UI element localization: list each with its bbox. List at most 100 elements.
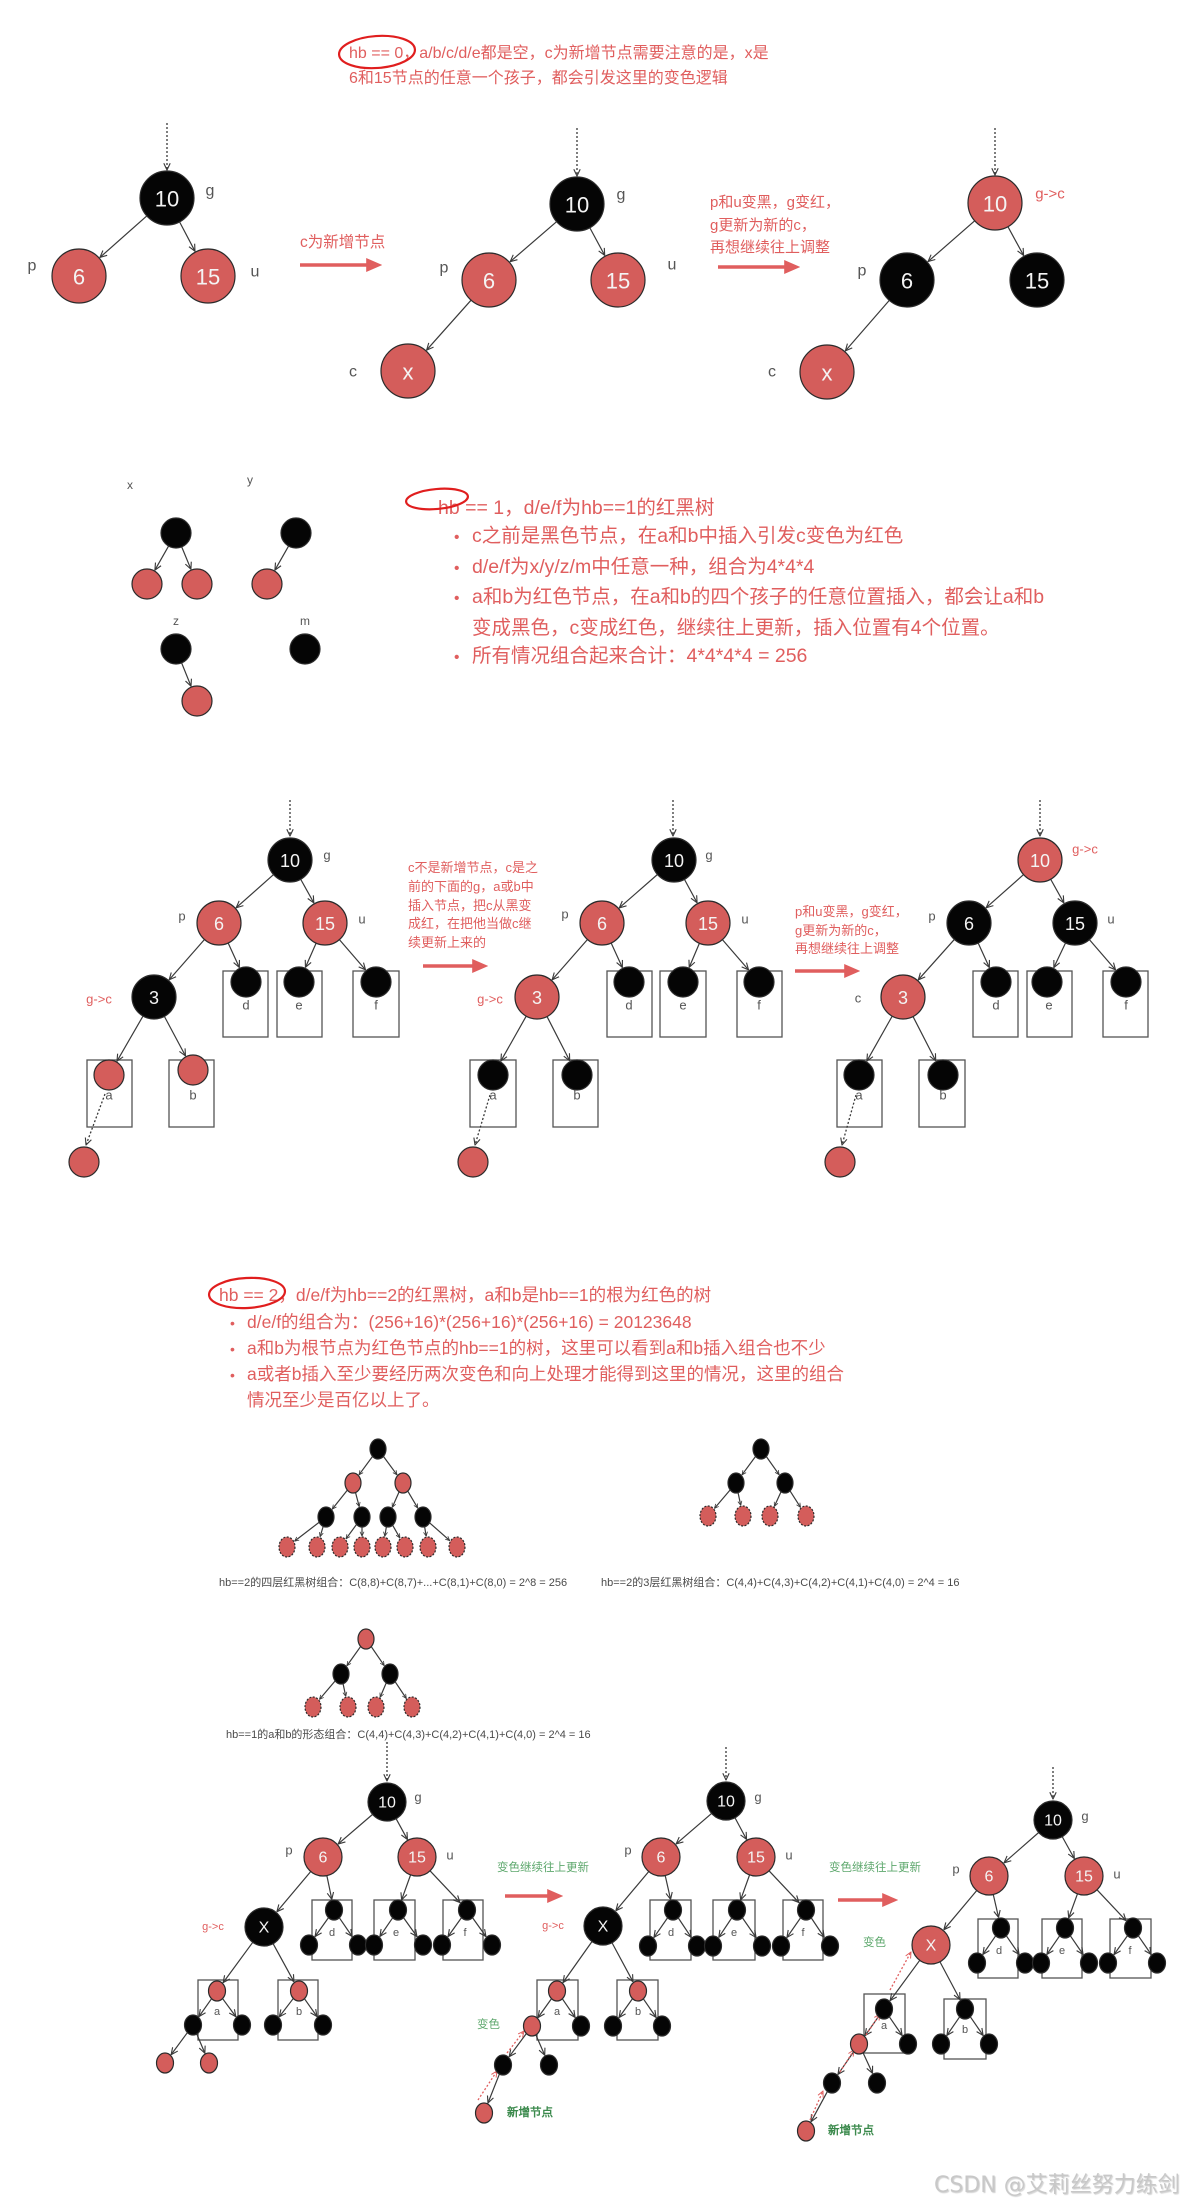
tree-edge-arrow — [1114, 1935, 1129, 1955]
black-tree-node — [313, 2014, 333, 2036]
tree-edge-arrow — [488, 2073, 500, 2103]
bullet-icon: • — [454, 649, 460, 666]
tree-edge-arrow — [227, 942, 239, 967]
bullet-icon: • — [230, 1315, 235, 1331]
red-tree-node — [736, 1837, 776, 1877]
hb2-bullet-list: • d/e/f的组合为：(256+16)*(256+16)*(256+16) =… — [230, 1310, 844, 1413]
node-key-label: 6 — [901, 269, 913, 294]
black-tree-node — [822, 2072, 842, 2094]
black-tree-node — [1098, 1952, 1118, 1974]
node-role-label: p — [928, 909, 935, 924]
red-tree-node — [357, 1628, 375, 1650]
node-role-label: g->c — [202, 1921, 224, 1933]
black-tree-node — [263, 2014, 283, 2036]
recolor-propagation-arrow — [889, 1952, 912, 1991]
black-tree-node — [139, 170, 195, 226]
node-key-label: 10 — [565, 193, 589, 218]
tree-edge-arrow — [992, 1894, 998, 1918]
node-role-label: u — [446, 1848, 453, 1863]
node-role-label: u — [785, 1848, 792, 1863]
tree-edge-arrow — [983, 1935, 997, 1955]
node-key-label: 10 — [717, 1794, 735, 1811]
hb2-bullet-item: • a和b为根节点为红色节点的hb==1的树，这里可以看到a和b插入组合也不少 — [230, 1336, 844, 1362]
dotted-parent-link-arrow — [86, 1093, 106, 1145]
black-tree-node — [1147, 1952, 1167, 1974]
red-tree-node — [196, 900, 242, 946]
subtree-box-label: d — [625, 998, 632, 1013]
black-tree-node — [1015, 1952, 1035, 1974]
subtree-box-b — [616, 1979, 659, 2041]
black-tree-node — [874, 1998, 894, 2020]
recolor-propagation-arrow — [839, 2050, 854, 2073]
node-role-label: g — [1081, 1809, 1088, 1824]
tree-edge-arrow — [427, 299, 472, 350]
tree-edge-arrow — [1137, 1935, 1151, 1955]
node-role-label: p — [624, 1843, 631, 1858]
tree-edge-arrow — [338, 1917, 352, 1937]
tree-edge-arrow — [1054, 942, 1067, 968]
black-tree-node — [230, 966, 262, 998]
tree-edge-arrow — [510, 221, 557, 262]
black-tree-node — [613, 966, 645, 998]
subtree-box-label: e — [731, 1927, 737, 1939]
black-tree-node — [360, 966, 392, 998]
black-tree-node — [898, 2033, 918, 2055]
node-role-label: u — [741, 912, 748, 927]
red-tree-node — [303, 1837, 343, 1877]
tree-edge-arrow — [429, 1522, 450, 1541]
node-role-label: g->c — [542, 1920, 564, 1932]
tree-edge-arrow — [538, 1998, 553, 2018]
black-tree-node — [232, 2014, 252, 2036]
tree-edge-arrow — [277, 1871, 312, 1912]
black-tree-node — [267, 837, 313, 883]
subtree-box-d — [649, 1899, 692, 1961]
node-role-label: m — [300, 614, 310, 628]
node-key-label: 15 — [315, 914, 335, 934]
tree-edge-arrow — [546, 1016, 570, 1061]
subtree-box-a — [836, 1059, 883, 1128]
hb0-step2-line: g更新为新的c， — [710, 216, 816, 234]
black-tree-node — [160, 633, 192, 665]
red-tree-node — [457, 1146, 489, 1178]
red-tree-node — [289, 1980, 309, 2002]
node-role-label: p — [440, 260, 449, 277]
node-role-label: y — [247, 473, 253, 487]
node-key-label: 15 — [606, 269, 630, 294]
node-key-label: X — [598, 1919, 609, 1936]
hb2-step1-label: 变色继续往上更新 — [497, 1862, 589, 1874]
black-tree-node — [549, 176, 605, 232]
node-role-label: g->c — [1072, 842, 1098, 857]
black-tree-node — [317, 1506, 335, 1528]
black-tree-node — [652, 2015, 672, 2037]
tree-edge-arrow — [611, 1942, 633, 1982]
red-tree-node — [304, 1696, 322, 1718]
hb1-bullet-item: • 所有情况组合起来合计：4*4*4*4 = 256 — [454, 642, 1044, 673]
hb1-bullet-text: 所有情况组合起来合计：4*4*4*4 = 256 — [472, 645, 808, 667]
tree-edge-arrow — [918, 939, 955, 979]
node-role-label: u — [358, 912, 365, 927]
node-key-label: 15 — [1025, 269, 1049, 294]
diagram-annotation-label: 变色 — [477, 2017, 500, 2031]
tree-edge-arrow — [471, 1917, 485, 1937]
tree-edge-arrow — [969, 2016, 983, 2036]
subtree-box-label: b — [939, 1088, 946, 1103]
subtree-box-f — [782, 1899, 824, 1961]
three-layer-tree-caption: hb==2的3层红黑树组合：C(4,4)+C(4,3)+C(4,2)+C(4,1… — [601, 1577, 960, 1589]
black-tree-node — [867, 2072, 887, 2094]
black-tree-node — [1052, 900, 1098, 946]
tree-edge-arrow — [332, 1489, 348, 1509]
hb1-bullet-item: • a和b为红色节点，在a和b的四个孩子的任意位置插入，都会让a和b — [454, 583, 1044, 614]
subtree-box-f — [1109, 1918, 1152, 1979]
black-tree-node — [289, 633, 321, 665]
black-tree-node — [931, 2033, 951, 2055]
recolor-propagation-arrow — [809, 2091, 823, 2121]
hb2-bullet-text: a或者b插入至少要经历两次变色和向上处理才能得到这里的情况，这里的组合 — [247, 1364, 844, 1384]
black-tree-node — [843, 1059, 875, 1091]
hb1-step2-line: 再想继续往上调整 — [795, 941, 900, 956]
subtree-box-a — [469, 1059, 517, 1128]
recolor-propagation-arrow — [506, 2031, 524, 2054]
subtree-box-label: a — [105, 1088, 113, 1103]
black-tree-node — [561, 1059, 593, 1091]
